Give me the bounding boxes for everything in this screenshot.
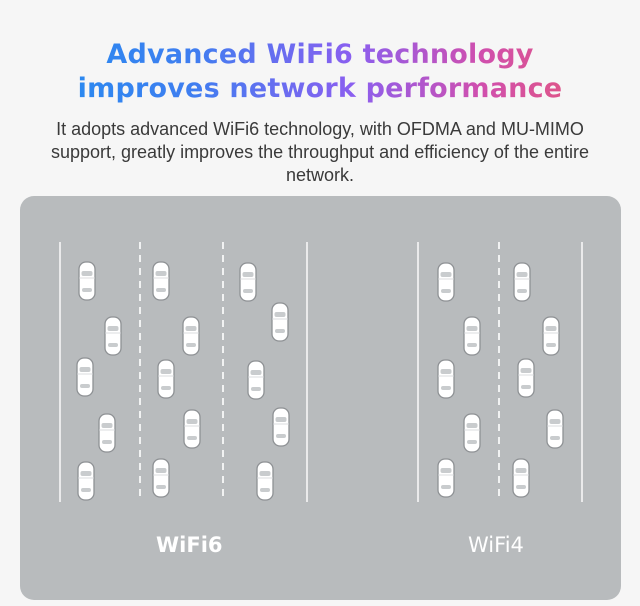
car-icon	[152, 458, 170, 498]
car-icon	[78, 261, 96, 301]
car-icon	[463, 316, 481, 356]
car-icon	[463, 413, 481, 453]
car-icon	[247, 360, 265, 400]
car-icon	[157, 359, 175, 399]
car-icon	[256, 461, 274, 501]
car-icon	[437, 359, 455, 399]
car-icon	[437, 262, 455, 302]
headline-line-1: Advanced WiFi6 technology	[106, 39, 534, 70]
car-icon	[513, 262, 531, 302]
car-icon	[437, 458, 455, 498]
car-icon	[542, 316, 560, 356]
headline-line-2: improves network performance	[77, 73, 563, 104]
car-icon	[152, 261, 170, 301]
road-illustration	[59, 242, 583, 502]
car-icon	[271, 302, 289, 342]
car-icon	[183, 409, 201, 449]
car-icon	[512, 458, 530, 498]
car-icon	[77, 461, 95, 501]
car-icon	[182, 316, 200, 356]
car-icon	[98, 413, 116, 453]
car-icon	[76, 357, 94, 397]
car-icon	[517, 358, 535, 398]
car-icon	[239, 262, 257, 302]
wifi6-label: WiFi6	[156, 533, 223, 557]
headline: Advanced WiFi6 technology improves netwo…	[0, 38, 640, 106]
car-icon	[546, 409, 564, 449]
subtitle: It adopts advanced WiFi6 technology, wit…	[51, 119, 589, 185]
car-icon	[272, 407, 290, 447]
wifi4-label: WiFi4	[468, 533, 524, 557]
car-icon	[104, 316, 122, 356]
road-comparison-panel: WiFi6 WiFi4	[20, 196, 621, 600]
